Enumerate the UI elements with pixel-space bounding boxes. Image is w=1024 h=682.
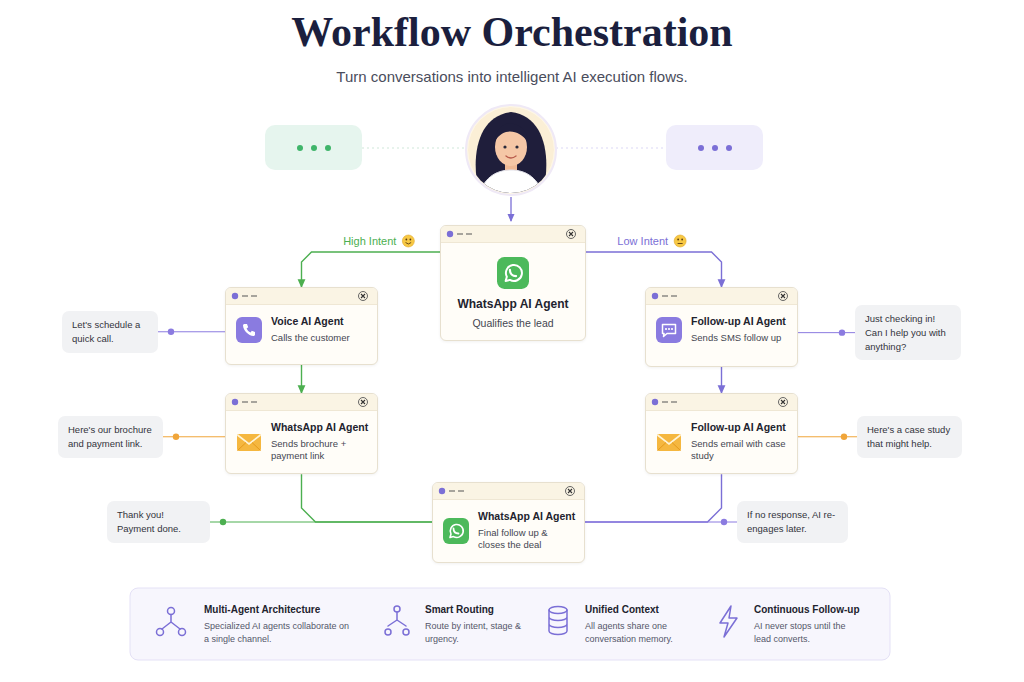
flow-arrow [721, 367, 722, 393]
feature-title: Continuous Follow-up [754, 603, 884, 618]
feature-title: Multi-Agent Architecture [204, 603, 374, 618]
message-text: Just checking in! Can I help you with an… [865, 312, 951, 353]
message-bubble: Here's our brochure and payment link. [58, 416, 163, 458]
title: Workflow Orchestration [0, 8, 1024, 56]
window-bar [646, 288, 797, 304]
window-bar [226, 394, 377, 410]
feature-panel [130, 588, 890, 660]
message-text: If no response, AI re-engages later. [747, 508, 838, 536]
message-text: Let's schedule a quick call. [72, 318, 148, 346]
link-dot [173, 434, 179, 440]
card-header [226, 394, 377, 411]
mail-icon [656, 429, 682, 455]
link-dot [721, 519, 727, 525]
whatsapp-icon [443, 518, 469, 544]
agent-name: WhatsApp AI Agent [271, 421, 369, 435]
message-link [585, 522, 737, 523]
feature-title: Smart Routing [425, 603, 555, 618]
card-header [441, 226, 585, 243]
flow-arrow [302, 252, 441, 287]
database-icon [549, 607, 567, 635]
agent-card: Follow-up AI AgentSends email with case … [645, 393, 798, 474]
flow-arrow [301, 365, 302, 393]
flow-arrow [586, 252, 722, 287]
dashed-link [556, 147, 666, 148]
card-header [646, 288, 797, 305]
card-header [226, 288, 377, 305]
message-text: Here's a case study that might help. [867, 423, 952, 451]
feature-title: Unified Context [585, 603, 715, 618]
mail-icon [236, 429, 262, 455]
agent-task: Final follow up & closes the deal [478, 527, 576, 553]
feature-text: Route by intent, stage & urgency. [425, 620, 535, 646]
network-icon [157, 608, 186, 636]
lightning-icon [720, 606, 737, 637]
agent-name: WhatsApp AI Agent [457, 297, 568, 313]
agent-task: Qualifies the lead [457, 316, 568, 330]
message-bubble: Thank you! Payment done. [107, 501, 210, 543]
agent-name: Follow-up AI Agent [691, 315, 789, 329]
emoji-face [402, 235, 414, 247]
card-header [646, 394, 797, 411]
routing-icon [385, 606, 409, 635]
agent-card: Voice AI AgentCalls the customer [225, 287, 378, 365]
phone-icon [236, 317, 262, 343]
window-bar [226, 288, 377, 304]
flow-arrow [302, 474, 433, 522]
whatsapp-icon [497, 257, 529, 289]
agent-task: Sends email with case study [691, 438, 789, 464]
window-bar [441, 226, 585, 242]
agent-name: Voice AI Agent [271, 315, 369, 329]
message-link [798, 436, 857, 437]
agent-task: Sends SMS follow up [691, 332, 789, 345]
link-dot [841, 434, 847, 440]
agent-card: Follow-up AI AgentSends SMS follow up [645, 287, 798, 367]
chat-icon [656, 317, 682, 343]
message-text: Here's our brochure and payment link. [68, 423, 153, 451]
window-bar [646, 394, 797, 410]
feature-text: Specialized AI agents collaborate on a s… [204, 620, 354, 646]
emoji-face [674, 235, 686, 247]
agent-name: WhatsApp AI Agent [478, 510, 576, 524]
card-header [433, 483, 584, 500]
feature-text: All agents share one conversation memory… [585, 620, 695, 646]
link-dot [168, 329, 174, 335]
agent-card: WhatsApp AI AgentQualifies the lead [440, 225, 586, 341]
agent-name: Follow-up AI Agent [691, 421, 789, 435]
message-link [798, 332, 855, 333]
agent-task: Sends brochure + payment link [271, 438, 369, 464]
link-dot [220, 519, 226, 525]
link-dot [839, 329, 845, 335]
agent-task: Calls the customer [271, 332, 369, 345]
message-link [210, 522, 432, 523]
message-text: Thank you! Payment done. [117, 508, 200, 536]
window-bar [433, 483, 584, 499]
message-bubble: Just checking in! Can I help you with an… [855, 305, 961, 360]
edge-label: High Intent [340, 235, 399, 247]
message-bubble: Let's schedule a quick call. [62, 311, 158, 353]
subtitle: Turn conversations into intelligent AI e… [0, 68, 1024, 85]
edge-label: Low Intent [614, 235, 671, 247]
message-bubble: Here's a case study that might help. [857, 416, 962, 458]
agent-card: WhatsApp AI AgentSends brochure + paymen… [225, 393, 378, 474]
message-bubble: If no response, AI re-engages later. [737, 501, 848, 543]
avatar [466, 105, 556, 221]
agent-card: WhatsApp AI AgentFinal follow up & close… [432, 482, 585, 563]
dashed-link [362, 147, 466, 148]
flow-arrow [585, 474, 722, 522]
typing-bubble [265, 125, 362, 170]
typing-bubble [666, 125, 763, 170]
message-link [163, 436, 225, 437]
feature-text: AI never stops until the lead converts. [754, 620, 864, 646]
